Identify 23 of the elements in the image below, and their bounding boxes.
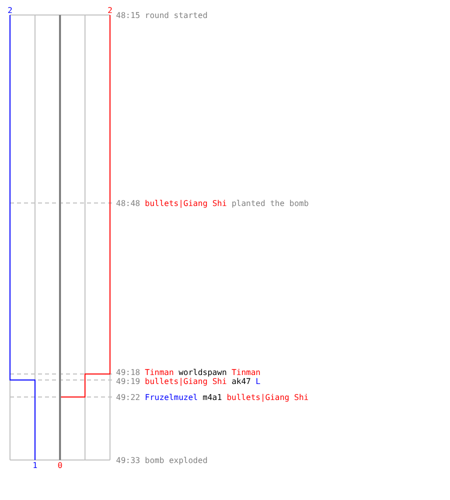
- time-label: 49:33: [116, 456, 140, 464]
- player-name: Fruzelmuzel: [144, 392, 198, 402]
- alive-count-label: 2: [8, 6, 12, 15]
- player-name: Tinman: [144, 368, 174, 377]
- alive-count-label: 1: [32, 461, 38, 470]
- time-label: 48:48: [116, 198, 140, 208]
- weapon-name: m4a1: [202, 392, 222, 402]
- time-label: 48:15: [116, 10, 140, 20]
- time-label: 49:18: [116, 368, 140, 377]
- weapon-name: worldspawn: [178, 368, 227, 377]
- event-text: planted the bomb: [232, 198, 309, 208]
- alive-count-label: 2: [108, 6, 112, 15]
- weapon-name: ak47: [232, 377, 251, 386]
- player-name: bullets|Giang Shi: [144, 198, 227, 208]
- time-label: 49:19: [116, 377, 140, 386]
- event-text: round started: [144, 10, 208, 20]
- alive-count-label: 0: [58, 461, 62, 470]
- event-text: bomb exploded: [144, 456, 208, 464]
- time-label: 49:22: [116, 392, 140, 402]
- player-name: bullets|Giang Shi: [144, 377, 227, 386]
- player-name: bullets|Giang Shi: [226, 392, 309, 402]
- player-name: L: [256, 377, 260, 386]
- player-name: Tinman: [232, 368, 260, 377]
